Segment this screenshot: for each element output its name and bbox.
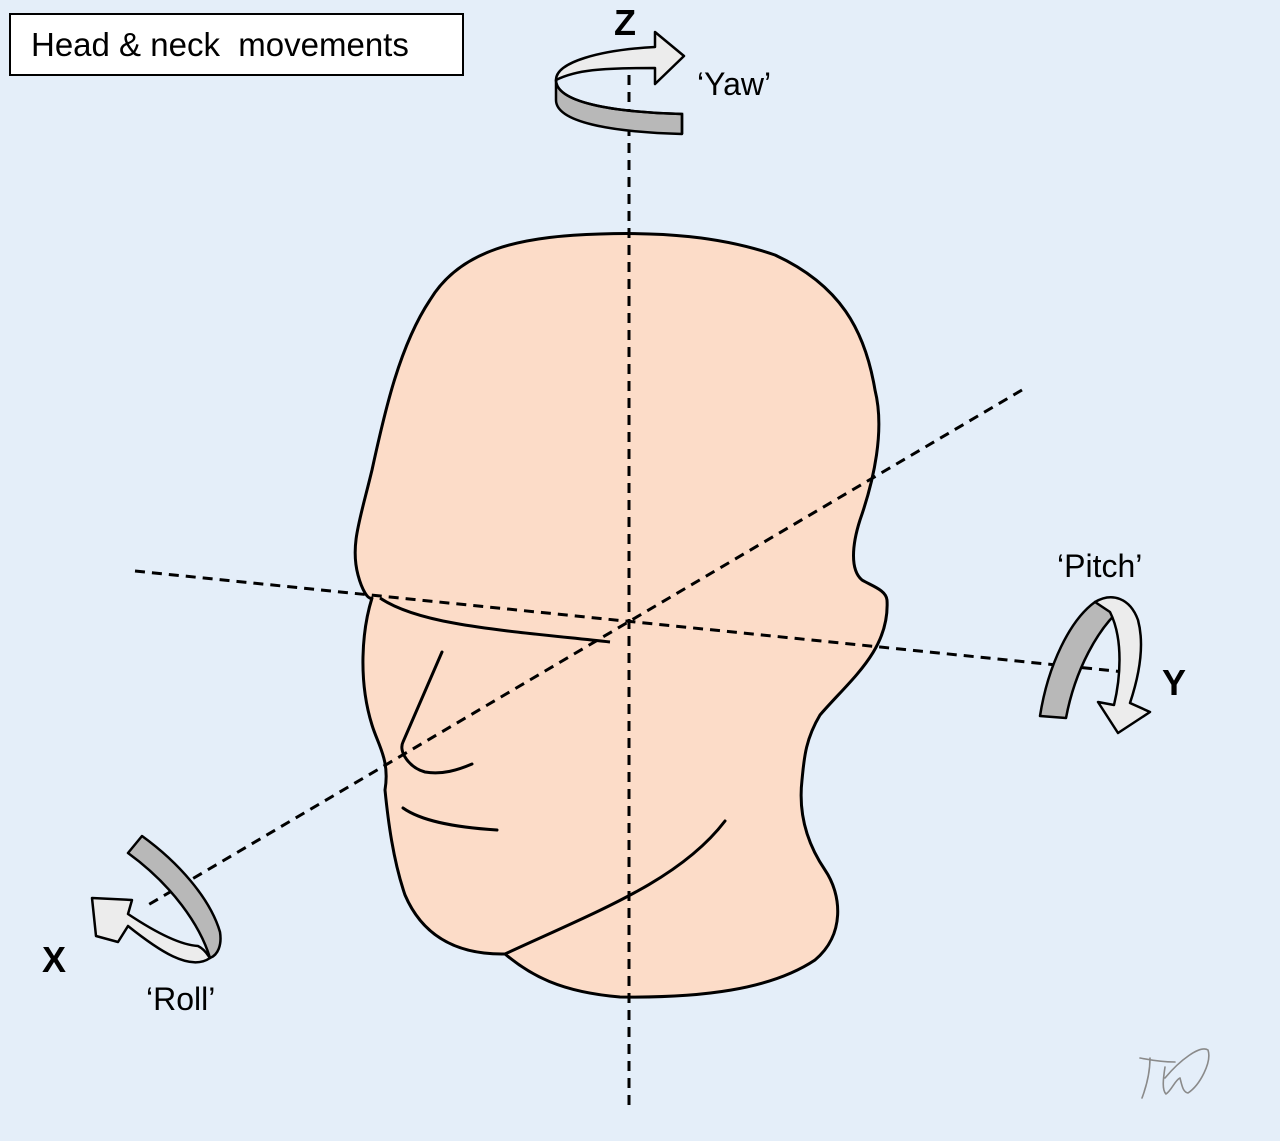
- roll-label: ‘Roll’: [146, 981, 216, 1017]
- brow-line: [379, 596, 611, 644]
- pitch-label: ‘Pitch’: [1057, 548, 1143, 584]
- signature-icon: [1139, 1048, 1210, 1099]
- nose-line: [400, 650, 474, 775]
- y-axis-line: [134, 569, 1126, 674]
- jaw-line: [503, 819, 727, 956]
- pitch-arrow-icon: [1038, 596, 1152, 735]
- roll-arrow-icon: [90, 834, 222, 964]
- x-axis-label: X: [42, 939, 67, 980]
- diagram-title: Head & neck movements: [9, 13, 464, 76]
- yaw-label: ‘Yaw’: [697, 66, 772, 102]
- y-axis-label: Y: [1162, 662, 1187, 703]
- mouth-line: [401, 806, 499, 832]
- z-axis-label: Z: [614, 2, 636, 43]
- yaw-arrow-icon: [554, 30, 686, 136]
- head-shape: [353, 232, 889, 999]
